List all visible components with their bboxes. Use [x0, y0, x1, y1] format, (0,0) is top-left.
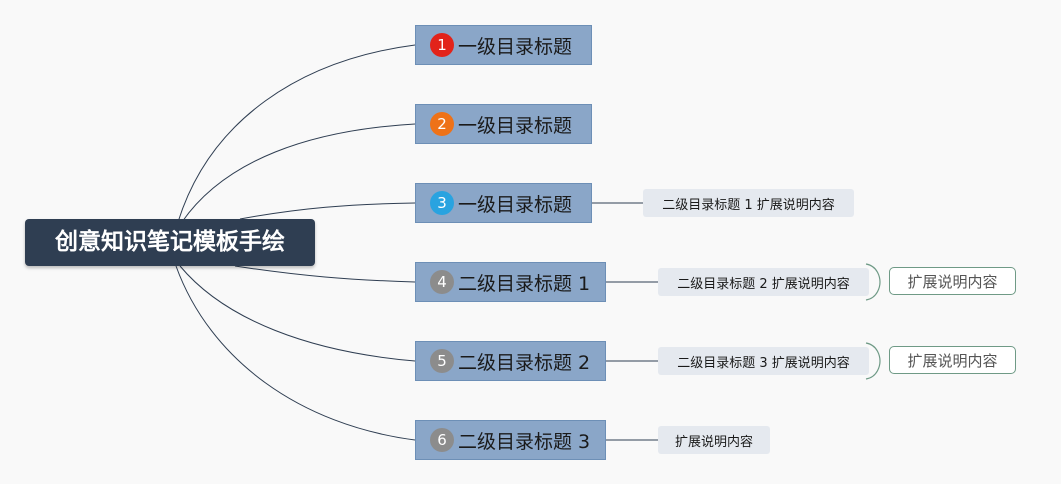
topic-6-label: 二级目录标题 3 [458, 430, 591, 453]
subtopic-3-label: 二级目录标题 1 扩展说明内容 [662, 197, 835, 213]
connector-root-topic-1 [177, 44, 416, 223]
topic-3[interactable]: 3 一级目录标题 [415, 183, 592, 223]
root-topic[interactable]: 创意知识笔记模板手绘 [25, 219, 315, 266]
summary-note-5-label: 扩展说明内容 [907, 351, 998, 370]
topic-2[interactable]: 2 一级目录标题 [415, 104, 592, 144]
summary-note-4-label: 扩展说明内容 [907, 272, 998, 291]
number-badge-6-icon: 6 [430, 428, 454, 452]
subtopic-6-label: 扩展说明内容 [674, 434, 753, 450]
topic-2-label: 一级目录标题 [458, 114, 573, 137]
number-badge-2-icon: 2 [430, 112, 454, 136]
subtopic-3[interactable]: 二级目录标题 1 扩展说明内容 [643, 189, 854, 217]
root-topic-label: 创意知识笔记模板手绘 [55, 229, 285, 255]
number-badge-5-icon: 5 [430, 349, 454, 373]
connector-root-topic-5 [179, 265, 416, 362]
subtopic-4[interactable]: 二级目录标题 2 扩展说明内容 [658, 268, 869, 296]
subtopic-5[interactable]: 二级目录标题 3 扩展说明内容 [658, 347, 869, 375]
number-badge-4-icon: 4 [430, 270, 454, 294]
number-badge-1-icon: 1 [430, 33, 454, 57]
topic-5-label: 二级目录标题 2 [458, 351, 591, 374]
connector-root-topic-4 [234, 265, 416, 283]
subtopic-4-label: 二级目录标题 2 扩展说明内容 [677, 276, 850, 292]
topic-5[interactable]: 5 二级目录标题 2 [415, 341, 606, 381]
subtopic-6[interactable]: 扩展说明内容 [658, 426, 770, 454]
summary-note-5[interactable]: 扩展说明内容 [889, 346, 1016, 374]
number-badge-3-icon: 3 [430, 191, 454, 215]
topic-4-label: 二级目录标题 1 [458, 272, 591, 295]
subtopic-5-label: 二级目录标题 3 扩展说明内容 [677, 355, 850, 371]
topic-6[interactable]: 6 二级目录标题 3 [415, 420, 606, 460]
summary-note-4[interactable]: 扩展说明内容 [889, 267, 1016, 295]
connector-root-topic-6 [175, 265, 416, 441]
topic-3-label: 一级目录标题 [458, 193, 573, 216]
connector-root-topic-3 [239, 202, 416, 220]
connector-root-topic-2 [181, 123, 416, 223]
topic-1-label: 一级目录标题 [458, 35, 573, 58]
topic-1[interactable]: 1 一级目录标题 [415, 25, 592, 65]
topic-4[interactable]: 4 二级目录标题 1 [415, 262, 606, 302]
